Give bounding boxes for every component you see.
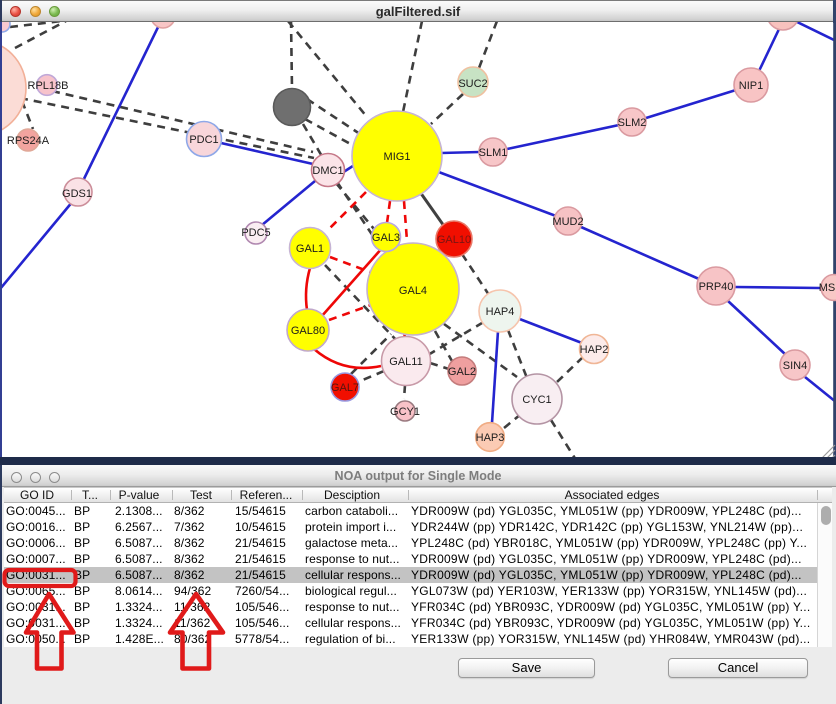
svg-text:CYC1: CYC1 xyxy=(522,394,551,406)
svg-text:GCY1: GCY1 xyxy=(390,406,420,418)
svg-text:MIG1: MIG1 xyxy=(384,151,411,163)
svg-text:PRP40: PRP40 xyxy=(699,281,734,293)
svg-text:GAL4: GAL4 xyxy=(399,285,427,297)
svg-text:DMC1: DMC1 xyxy=(312,165,343,177)
svg-text:HAP3: HAP3 xyxy=(476,432,505,444)
svg-text:GAL10: GAL10 xyxy=(437,234,471,246)
svg-text:GAL11: GAL11 xyxy=(389,356,422,368)
svg-text:GDS1: GDS1 xyxy=(62,188,92,200)
svg-text:RPL18B: RPL18B xyxy=(28,80,69,92)
svg-text:GAL2: GAL2 xyxy=(448,366,476,378)
svg-text:MUD2: MUD2 xyxy=(552,216,583,228)
svg-text:HAP2: HAP2 xyxy=(580,344,609,356)
svg-text:SLM1: SLM1 xyxy=(479,147,508,159)
svg-text:PDC1: PDC1 xyxy=(189,134,218,146)
svg-text:SIN4: SIN4 xyxy=(783,360,807,372)
svg-text:GAL80: GAL80 xyxy=(291,325,325,337)
svg-text:SUC2: SUC2 xyxy=(458,78,487,90)
svg-text:NIP1: NIP1 xyxy=(739,80,763,92)
svg-text:GAL3: GAL3 xyxy=(372,232,400,244)
svg-text:HAP4: HAP4 xyxy=(486,306,515,318)
svg-text:GAL1: GAL1 xyxy=(296,243,324,255)
svg-text:GAL7: GAL7 xyxy=(331,382,359,394)
svg-text:SLM2: SLM2 xyxy=(618,117,647,129)
svg-text:MSN5: MSN5 xyxy=(819,282,836,294)
svg-text:RPS24A: RPS24A xyxy=(7,135,50,147)
svg-text:PDC5: PDC5 xyxy=(241,227,270,239)
